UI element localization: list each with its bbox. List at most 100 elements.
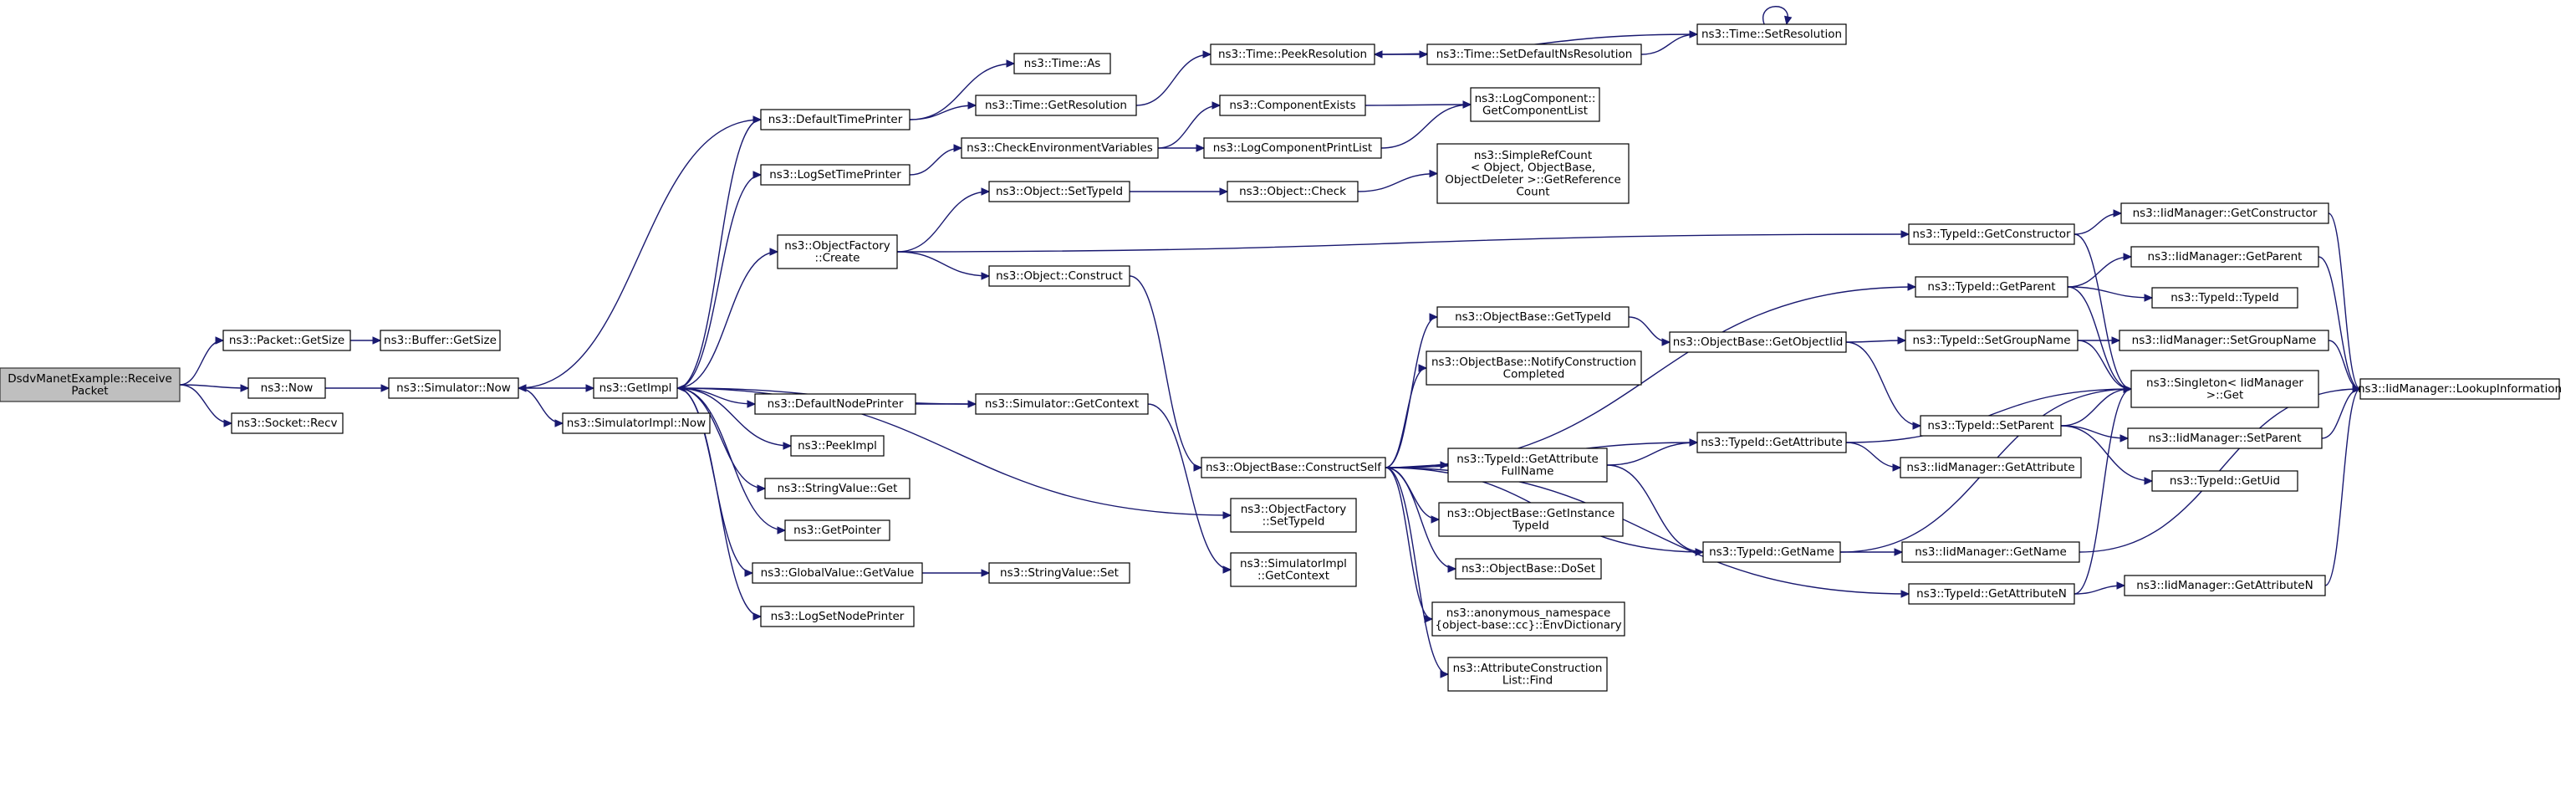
node-typeid-getattributen[interactable]: ns3::TypeId::GetAttributeN	[1908, 583, 2075, 605]
node-box	[1013, 53, 1111, 74]
node-label: ns3::StringValue::Get	[778, 482, 898, 495]
node-typeid-setparent[interactable]: ns3::TypeId::SetParent	[1920, 415, 2062, 437]
node-box	[231, 412, 344, 434]
node-singleton-get[interactable]: ns3::Singleton< IidManager >::Get	[2130, 370, 2319, 408]
node-getimpl[interactable]: ns3::GetImpl	[593, 377, 678, 399]
edge-arrowhead	[1429, 169, 1439, 178]
edge-arrowhead	[585, 384, 595, 392]
node-simimpl-getcontext[interactable]: ns3::SimulatorImpl::GetContext	[1230, 552, 1357, 587]
edge-line	[1385, 467, 1456, 570]
node-iid-getconstructor[interactable]: ns3::IidManager::GetConstructor	[2120, 202, 2329, 224]
node-logcompprintlist[interactable]: ns3::LogComponentPrintList	[1203, 137, 1382, 159]
node-typeid-getname[interactable]: ns3::TypeId::GetName	[1702, 541, 1841, 563]
node-objbase-gettypeid[interactable]: ns3::ObjectBase::GetTypeId	[1436, 306, 1630, 328]
edge-line	[676, 251, 778, 389]
edge-line	[2067, 286, 2132, 390]
edge-objbase-getobjectiid-to-typeid-setgroupname	[1845, 336, 1907, 345]
node-simimpl-now[interactable]: ns3::SimulatorImpl::Now	[562, 412, 711, 434]
edge-arrowhead	[1006, 59, 1016, 68]
node-box	[562, 412, 711, 434]
node-objbase-getobjectiid[interactable]: ns3::ObjectBase::GetObjectIid	[1669, 331, 1847, 353]
node-stringvalue-get[interactable]: ns3::StringValue::Get	[764, 478, 911, 499]
node-time-as[interactable]: ns3::Time::As	[1013, 53, 1111, 74]
node-box	[2359, 378, 2560, 400]
node-box	[961, 137, 1159, 159]
edge-arrowhead	[2116, 581, 2126, 590]
node-iid-getattribute[interactable]: ns3::IidManager::GetAttribute	[1900, 457, 2082, 478]
edge-line	[2328, 212, 2361, 390]
edge-arrowhead	[769, 248, 779, 256]
edge-arrowhead	[2144, 294, 2154, 302]
node-anon-envdict[interactable]: ns3::anonymous_namespace{object-base::cc…	[1431, 601, 1625, 637]
node-box	[2151, 470, 2298, 492]
node-box	[2124, 575, 2326, 596]
edge-obj-check-to-simplerefcount	[1357, 169, 1439, 192]
node-iid-setgroupname[interactable]: ns3::IidManager::SetGroupName	[2119, 330, 2329, 351]
node-box	[988, 181, 1130, 202]
edge-line	[179, 340, 224, 386]
node-obj-settypeid[interactable]: ns3::Object::SetTypeId	[988, 181, 1130, 202]
node-typeid-getattribute[interactable]: ns3::TypeId::GetAttribute	[1696, 432, 1847, 453]
node-sock-recv[interactable]: ns3::Socket::Recv	[231, 412, 344, 434]
node-label: ns3::ObjectFactory	[784, 239, 890, 253]
node-typeid-getparent[interactable]: ns3::TypeId::GetParent	[1915, 276, 2068, 298]
node-sim-now[interactable]: ns3::Simulator::Now	[388, 377, 519, 399]
node-typeid-getuid[interactable]: ns3::TypeId::GetUid	[2151, 470, 2298, 492]
node-objbase-notify[interactable]: ns3::ObjectBase::NotifyConstructionCompl…	[1426, 350, 1642, 386]
node-checkenv[interactable]: ns3::CheckEnvironmentVariables	[961, 137, 1159, 159]
node-time-setdefns[interactable]: ns3::Time::SetDefaultNsResolution	[1426, 43, 1642, 65]
edge-typeid-getattributen-to-iid-getattributen	[2074, 581, 2126, 595]
node-objbase-constructself[interactable]: ns3::ObjectBase::ConstructSelf	[1201, 457, 1386, 478]
node-simplerefcount[interactable]: ns3::SimpleRefCount< Object, ObjectBase,…	[1436, 143, 1630, 204]
node-iid-getparent[interactable]: ns3::IidManager::GetParent	[2130, 246, 2319, 268]
node-buf-getsize[interactable]: ns3::Buffer::GetSize	[380, 330, 501, 351]
node-sim-getcontext[interactable]: ns3::Simulator::GetContext	[975, 393, 1149, 415]
node-iid-lookupinfo[interactable]: ns3::IidManager::LookupInformation	[2358, 378, 2562, 400]
edge-arrowhead	[2111, 336, 2121, 345]
node-pkt-getsize[interactable]: ns3::Packet::GetSize	[222, 330, 351, 351]
node-time-setres[interactable]: ns3::Time::SetResolution	[1696, 23, 1847, 45]
edge-arrowhead	[380, 384, 390, 392]
node-deftimeprinter[interactable]: ns3::DefaultTimePrinter	[760, 109, 911, 130]
node-box	[1438, 502, 1624, 537]
node-box	[222, 330, 351, 351]
node-logcomp-getlist[interactable]: ns3::LogComponent::GetComponentList	[1470, 87, 1600, 122]
node-logsetnodeprinter[interactable]: ns3::LogSetNodePrinter	[760, 606, 915, 627]
node-box	[975, 393, 1149, 415]
node-logsettimeprinter[interactable]: ns3::LogSetTimePrinter	[760, 164, 911, 186]
node-objfactory-settypeid[interactable]: ns3::ObjectFactory::SetTypeId	[1230, 498, 1357, 533]
node-box	[1908, 583, 2075, 605]
node-label: ns3::TypeId::SetParent	[1927, 419, 2053, 432]
node-box	[2119, 330, 2329, 351]
node-now[interactable]: ns3::Now	[247, 377, 326, 399]
node-label: ns3::GetPointer	[793, 524, 881, 537]
node-defnodeprinter[interactable]: ns3::DefaultNodePrinter	[754, 393, 916, 415]
node-iid-getattributen[interactable]: ns3::IidManager::GetAttributeN	[2124, 575, 2326, 596]
node-objbase-doset[interactable]: ns3::ObjectBase::DoSet	[1455, 558, 1602, 580]
node-peekimpl[interactable]: ns3::PeekImpl	[790, 435, 885, 457]
node-compexists[interactable]: ns3::ComponentExists	[1219, 95, 1366, 116]
node-globalvalue-getvalue[interactable]: ns3::GlobalValue::GetValue	[752, 562, 923, 584]
node-obj-check[interactable]: ns3::Object::Check	[1227, 181, 1359, 202]
node-typeid-setgroupname[interactable]: ns3::TypeId::SetGroupName	[1905, 330, 2079, 351]
node-time-getres[interactable]: ns3::Time::GetResolution	[975, 95, 1137, 116]
node-obj-construct[interactable]: ns3::Object::Construct	[988, 265, 1130, 287]
node-label: ns3::Simulator::GetContext	[985, 397, 1139, 411]
node-getpointer[interactable]: ns3::GetPointer	[784, 519, 890, 541]
node-objfactory-create[interactable]: ns3::ObjectFactory::Create	[777, 234, 898, 269]
node-time-peekres[interactable]: ns3::Time::PeekResolution	[1210, 43, 1375, 65]
node-typeid-typeid[interactable]: ns3::TypeId::TypeId	[2151, 287, 2298, 309]
node-iid-getname[interactable]: ns3::IidManager::GetName	[1901, 541, 2080, 563]
edge-line	[2060, 425, 2129, 439]
node-box	[1669, 331, 1847, 353]
node-label: ns3::AttributeConstruction	[1453, 662, 1603, 675]
edge-arrowhead	[372, 336, 382, 345]
node-iid-setparent[interactable]: ns3::IidManager::SetParent	[2127, 427, 2323, 449]
node-stringvalue-set[interactable]: ns3::StringValue::Set	[988, 562, 1130, 584]
node-typeid-getconstructor[interactable]: ns3::TypeId::GetConstructor	[1908, 223, 2075, 245]
node-box	[1920, 415, 2062, 437]
